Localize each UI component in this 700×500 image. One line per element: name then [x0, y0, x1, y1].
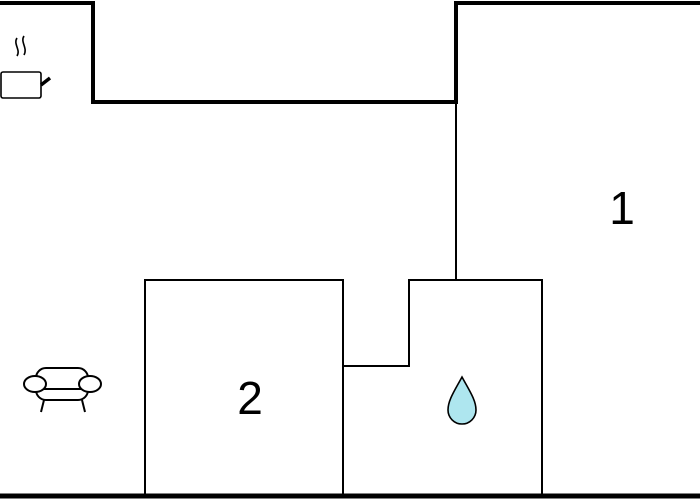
- room-1-label: 1: [609, 182, 635, 234]
- sofa-icon: [23, 367, 102, 413]
- water-drop-icon: [447, 375, 477, 425]
- room-2-walls: [144, 279, 344, 497]
- cooking-pot-icon: [0, 35, 52, 99]
- bathroom-walls: [342, 279, 543, 497]
- outer-wall-top: [0, 1, 700, 104]
- room-2-label: 2: [237, 372, 263, 424]
